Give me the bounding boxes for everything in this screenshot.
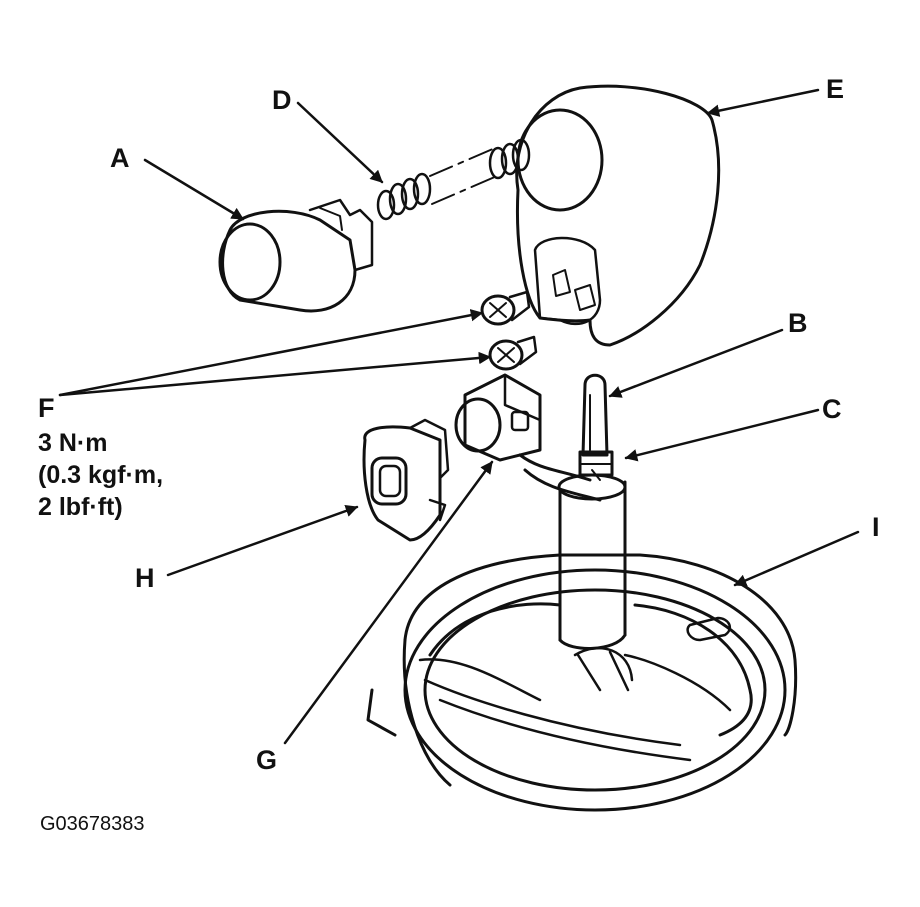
callout-i: I [872,512,880,542]
callout-b: B [788,308,808,338]
spring-and-pushrod [376,138,531,221]
torque-value: 3 N·m [38,429,108,457]
shift-switch [454,373,542,462]
button-trim [362,418,450,542]
torque-lbf: 2 lbf·ft) [38,493,123,521]
torque-kgf: (0.3 kgf·m, [38,461,164,489]
callout-g: G [256,745,278,775]
switch-wire [518,453,602,502]
knob-button [218,198,374,313]
lever-rod [581,373,609,457]
callout-a: A [110,143,130,173]
callout-h: H [135,563,155,593]
screw-lower [488,335,538,371]
figure-code: G03678383 [40,813,145,835]
shift-knob [515,84,721,347]
screw-upper [480,290,531,326]
callout-e: E [826,74,845,104]
callout-d: D [272,85,292,115]
leader-lines [58,88,860,745]
callout-c: C [822,394,842,424]
callout-f: F [38,393,55,423]
lock-clip [578,450,614,481]
shift-console-panel [366,553,798,812]
shift-lever [557,473,630,692]
